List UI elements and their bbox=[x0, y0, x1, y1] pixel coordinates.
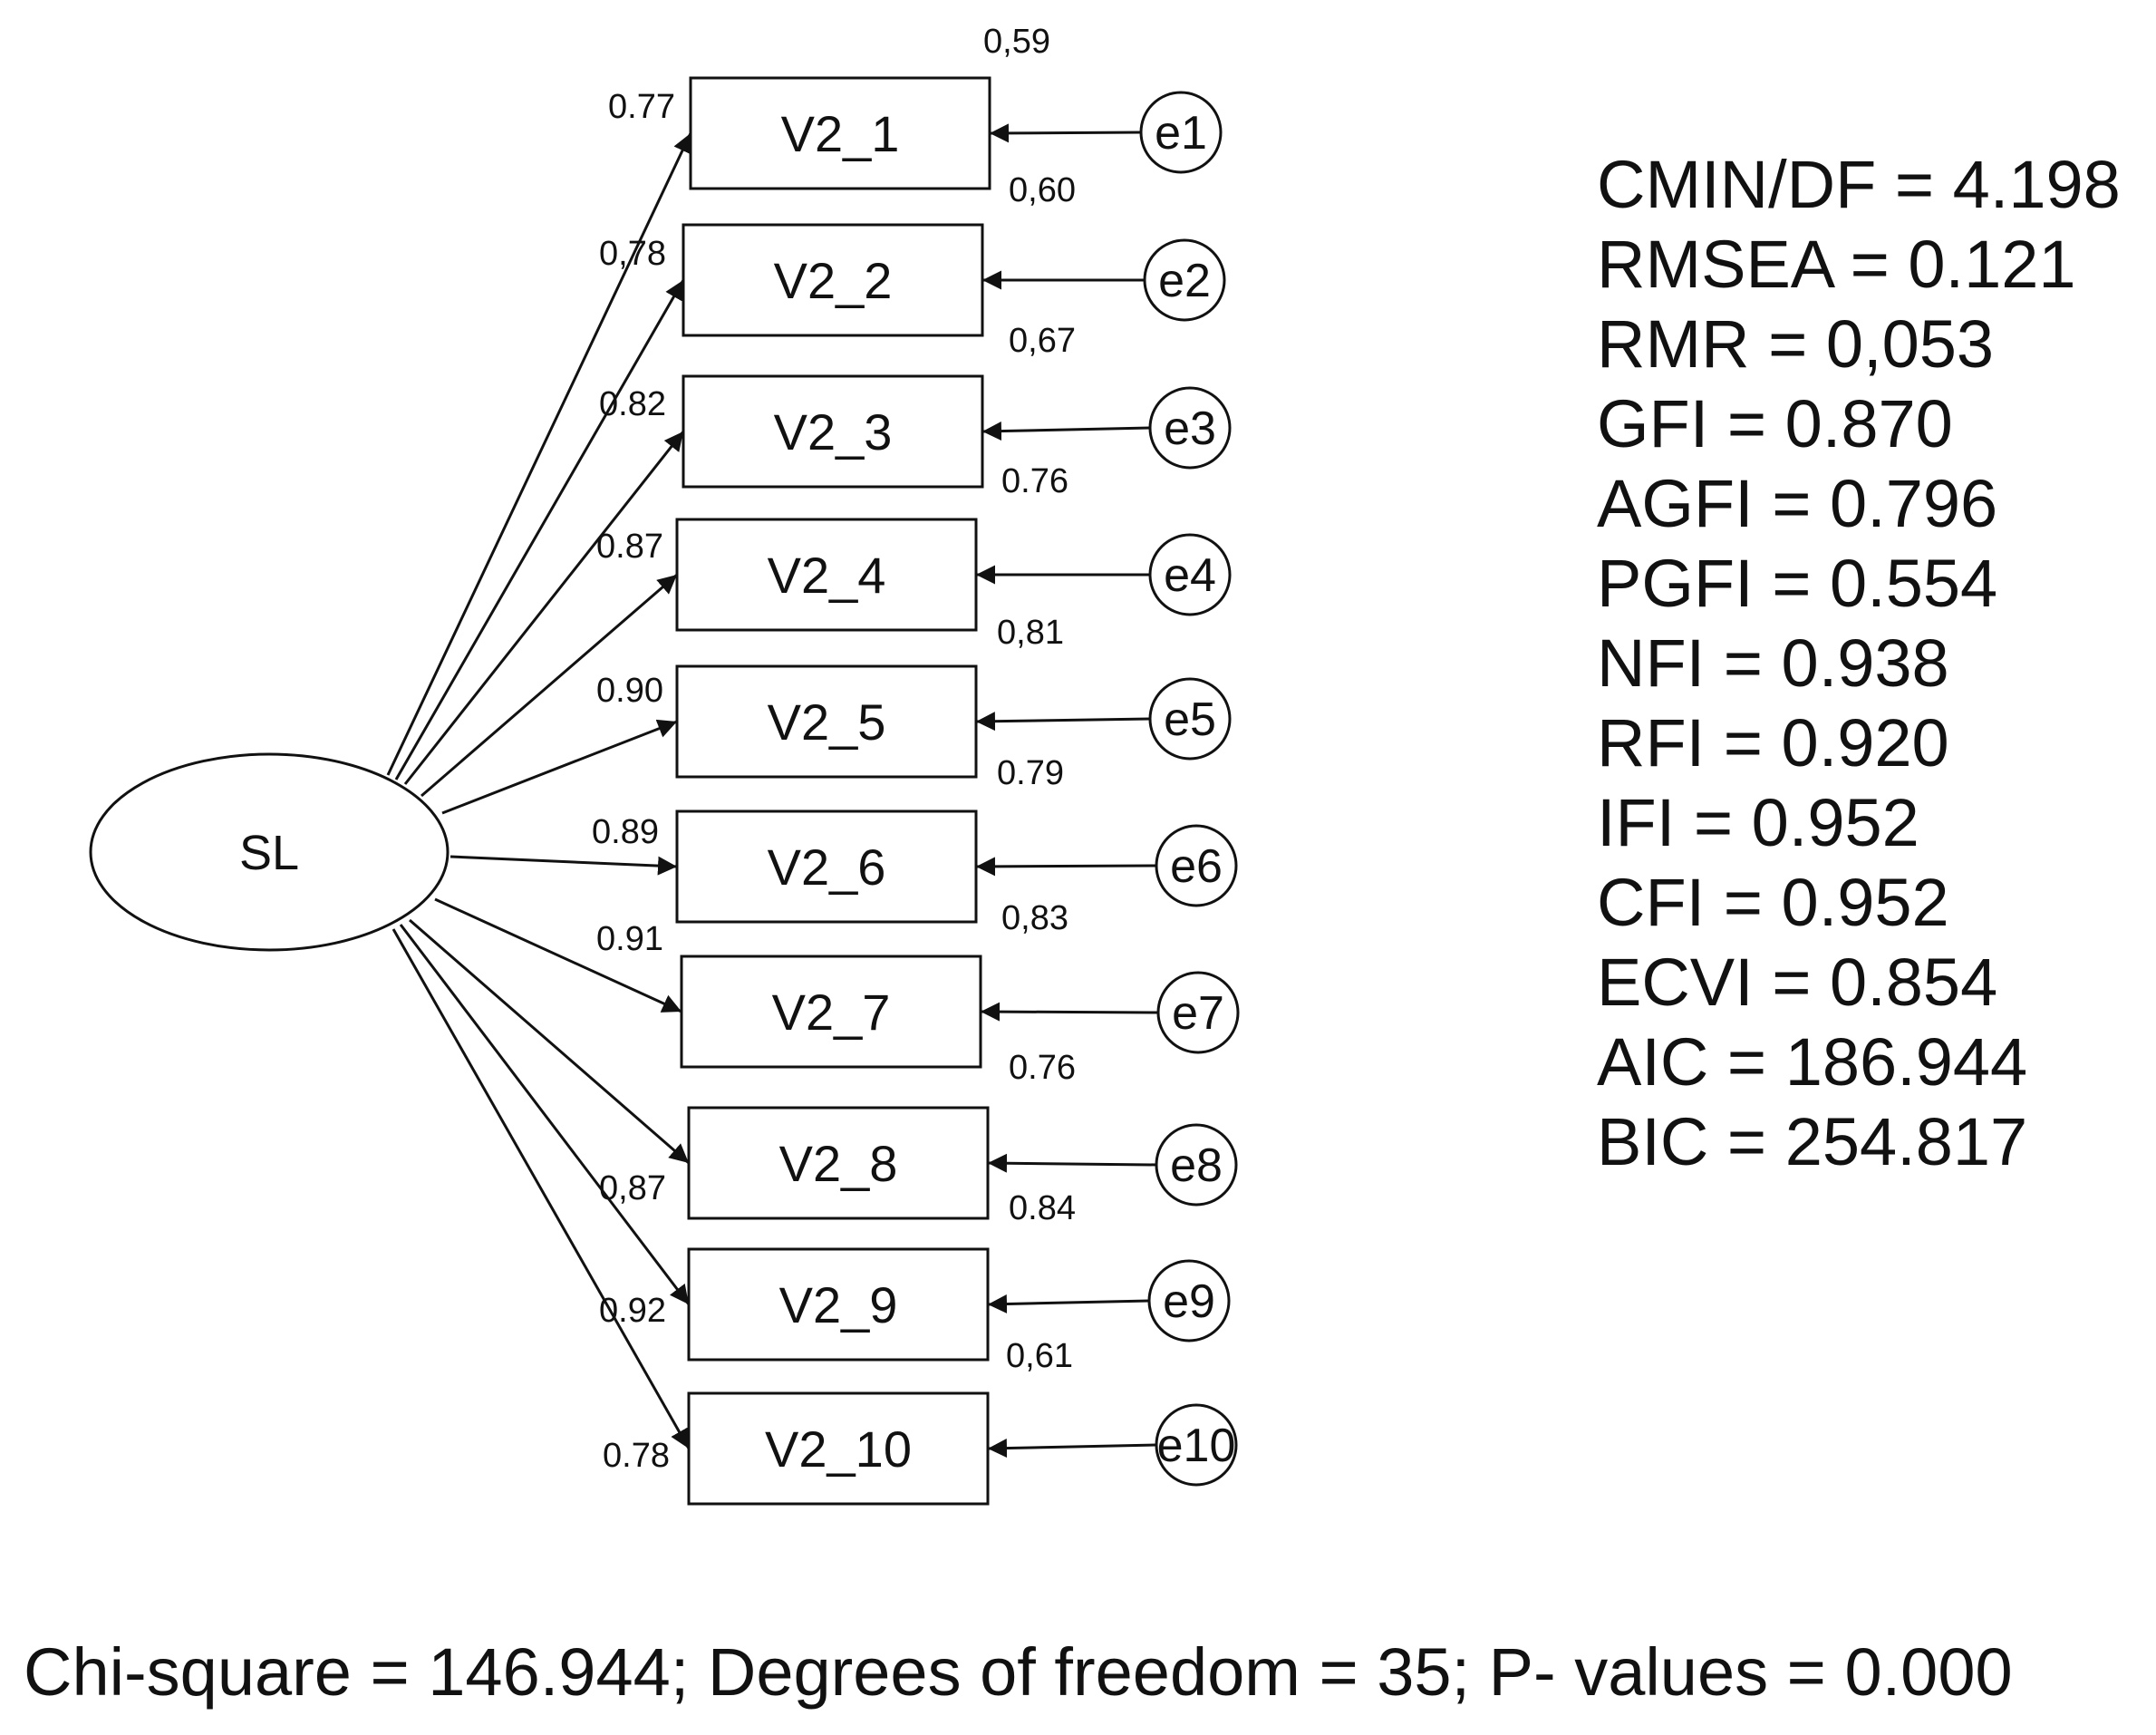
error-path-arrow bbox=[989, 123, 1142, 143]
error-term-circle bbox=[1147, 1259, 1231, 1342]
indicator-box bbox=[675, 518, 978, 632]
squared-correlation-label: 0.76 bbox=[1009, 1049, 1076, 1087]
error-term-label: e7 bbox=[1172, 987, 1224, 1040]
indicator-box bbox=[675, 809, 978, 924]
error-path-arrow bbox=[987, 1439, 1157, 1459]
fit-index-item: IFI = 0.952 bbox=[1597, 785, 1919, 860]
loading-value-label: 0.77 bbox=[608, 88, 675, 126]
error-term-circle bbox=[1155, 1403, 1238, 1487]
error-path-arrow bbox=[981, 422, 1151, 441]
fit-index-item: GFI = 0.870 bbox=[1597, 386, 1953, 461]
error-term-label: e9 bbox=[1163, 1275, 1215, 1328]
fit-index-item: RMR = 0,053 bbox=[1597, 306, 1995, 382]
squared-correlation-label: 0,60 bbox=[1009, 171, 1076, 209]
fit-index-item: RMSEA = 0.121 bbox=[1597, 227, 2076, 302]
indicator-box bbox=[687, 1247, 990, 1362]
indicator-label: V2_1 bbox=[781, 105, 900, 162]
error-term-circle bbox=[1148, 386, 1232, 470]
error-term-label: e2 bbox=[1158, 255, 1211, 307]
indicator-label: V2_9 bbox=[779, 1276, 898, 1333]
error-term-circle bbox=[1155, 1123, 1238, 1207]
indicator-label: V2_10 bbox=[765, 1420, 912, 1478]
error-term-label: e6 bbox=[1170, 840, 1223, 893]
error-term-circle bbox=[1156, 971, 1240, 1054]
error-path-arrow bbox=[975, 857, 1157, 877]
fit-index-item: AGFI = 0.796 bbox=[1597, 466, 1998, 541]
error-term-label: e1 bbox=[1155, 107, 1207, 160]
error-term-circle bbox=[1139, 91, 1223, 174]
squared-correlation-label: 0.84 bbox=[1009, 1189, 1076, 1227]
indicator-label: V2_6 bbox=[768, 838, 886, 896]
loading-value-label: 0.78 bbox=[603, 1437, 670, 1475]
error-term-label: e10 bbox=[1157, 1420, 1236, 1472]
loading-path-arrow bbox=[421, 573, 678, 798]
squared-correlation-label: 0,67 bbox=[1009, 322, 1076, 360]
error-term-label: e4 bbox=[1164, 549, 1216, 602]
error-term-label: e8 bbox=[1170, 1139, 1223, 1192]
loading-path-arrow bbox=[441, 719, 678, 815]
loading-path-arrow bbox=[394, 279, 685, 780]
error-path-arrow bbox=[975, 712, 1151, 732]
indicator-label: V2_5 bbox=[768, 693, 886, 751]
loading-path-arrow bbox=[434, 897, 682, 1013]
loading-path-arrow bbox=[399, 924, 691, 1305]
squared-correlation-label: 0,61 bbox=[1006, 1337, 1073, 1375]
loading-value-label: 0.87 bbox=[596, 528, 663, 566]
error-term-circle bbox=[1143, 238, 1226, 322]
chi-square-summary: Chi-square = 146.944; Degrees of freedom… bbox=[24, 1634, 2013, 1710]
error-path-arrow bbox=[987, 1294, 1150, 1314]
error-term-circle bbox=[1148, 677, 1232, 761]
indicator-label: V2_7 bbox=[772, 984, 891, 1041]
squared-correlation-label: 0.76 bbox=[1001, 462, 1068, 500]
fit-index-item: CFI = 0.952 bbox=[1597, 865, 1949, 940]
loading-path-arrow bbox=[386, 132, 692, 776]
loading-value-label: 0.89 bbox=[592, 813, 659, 851]
indicator-label: V2_4 bbox=[768, 547, 886, 604]
squared-correlation-label: 0,81 bbox=[997, 614, 1064, 652]
fit-index-item: AIC = 186.944 bbox=[1597, 1024, 2028, 1100]
indicator-box bbox=[680, 955, 982, 1069]
path-layer bbox=[386, 123, 1159, 1459]
indicator-box bbox=[682, 223, 984, 337]
fit-index-item: NFI = 0.938 bbox=[1597, 625, 1949, 701]
indicator-label: V2_3 bbox=[774, 403, 893, 460]
indicator-box bbox=[689, 76, 991, 190]
loading-path-arrow bbox=[392, 928, 691, 1449]
loading-value-label: 0.90 bbox=[596, 672, 663, 710]
fit-index-item: RFI = 0.920 bbox=[1597, 705, 1949, 780]
error-term-circle bbox=[1148, 533, 1232, 616]
indicator-box bbox=[682, 374, 984, 489]
loading-value-label: 0.82 bbox=[599, 385, 666, 423]
error-path-arrow bbox=[987, 1153, 1157, 1173]
fit-index-item: PGFI = 0.554 bbox=[1597, 546, 1998, 621]
indicator-label: V2_2 bbox=[774, 252, 893, 309]
squared-correlation-label: 0.79 bbox=[997, 754, 1064, 792]
squared-correlation-label: 0,59 bbox=[983, 23, 1050, 61]
loading-value-label: 0.92 bbox=[599, 1292, 666, 1330]
indicator-label: V2_8 bbox=[779, 1135, 898, 1192]
fit-index-item: CMIN/DF = 4.198 bbox=[1597, 147, 2121, 222]
loading-path-arrow bbox=[403, 431, 685, 785]
latent-variable-ellipse bbox=[89, 752, 450, 952]
loading-value-label: 0.91 bbox=[596, 920, 663, 958]
indicator-box bbox=[687, 1106, 990, 1220]
fit-index-item: BIC = 254.817 bbox=[1597, 1104, 2028, 1179]
latent-variable-label: SL bbox=[239, 826, 299, 880]
loading-value-label: 0,87 bbox=[599, 1169, 666, 1207]
indicator-box bbox=[687, 1391, 990, 1506]
error-term-circle bbox=[1155, 824, 1238, 907]
error-term-label: e5 bbox=[1164, 693, 1216, 746]
indicator-box bbox=[675, 664, 978, 779]
fit-index-item: ECVI = 0.854 bbox=[1597, 945, 1998, 1020]
loading-path-arrow bbox=[450, 855, 678, 876]
loading-path-arrow bbox=[409, 918, 690, 1165]
loading-value-label: 0,78 bbox=[599, 235, 666, 273]
error-path-arrow bbox=[980, 1002, 1159, 1022]
squared-correlation-label: 0,83 bbox=[1001, 899, 1068, 937]
error-term-label: e3 bbox=[1164, 402, 1216, 455]
